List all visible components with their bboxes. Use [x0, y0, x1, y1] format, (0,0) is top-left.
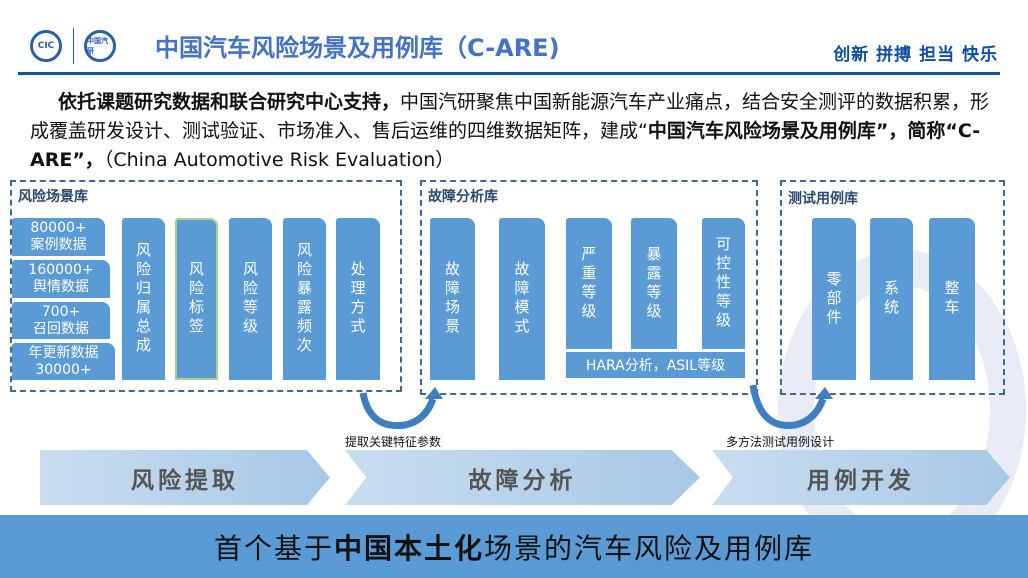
- intro-paragraph: 依托课题研究数据和联合研究中心支持，中国汽研聚焦中国新能源汽车产业痛点，结合安全…: [30, 88, 990, 175]
- intro-bold: 中国汽车风险场景及用例库”，简称“C-ARE”，: [30, 120, 981, 171]
- category-column: 暴露等级: [631, 218, 677, 349]
- logo-divider: [73, 28, 74, 64]
- slogan: 创新 拼搏 担当 快乐: [833, 45, 998, 65]
- stat-box: 80000+案例数据: [12, 218, 105, 256]
- stat-label: 舆情数据: [33, 279, 89, 295]
- intro-bold: 依托课题研究数据和联合研究中心支持，: [58, 91, 401, 113]
- panel-title: 测试用例库: [788, 191, 858, 207]
- bottom-banner: 首个基于中国本土化场景的汽车风险及用例库: [0, 515, 1028, 578]
- panel-title: 故障分析库: [428, 189, 498, 205]
- fault-analysis-panel: [420, 180, 758, 395]
- risk-scenario-panel: [10, 180, 402, 392]
- stat-value: 160000+: [28, 262, 94, 278]
- banner-text: 场景的汽车风险及用例库: [484, 531, 815, 565]
- curved-arrow-icon: [749, 385, 833, 429]
- stat-box: 700+召回数据: [12, 302, 110, 339]
- stat-box: 160000+舆情数据: [12, 260, 110, 298]
- stat-value: 80000+: [30, 220, 87, 236]
- page-title: 中国汽车风险场景及用例库（C-ARE): [155, 34, 560, 62]
- stat-label: 30000+: [35, 361, 92, 378]
- curved-arrow-icon: [359, 387, 443, 430]
- stage-fault-analysis: 故障分析: [345, 450, 700, 505]
- category-column: 故障模式: [499, 218, 545, 380]
- category-column: 处理方式: [336, 218, 380, 380]
- category-column: 零部件: [812, 218, 856, 380]
- stat-value: 700+: [41, 303, 81, 320]
- logo-text: CIC: [37, 41, 55, 51]
- category-column: 风险等级: [229, 218, 272, 380]
- test-case-panel: [780, 180, 1005, 395]
- category-column: 故障场景: [430, 218, 475, 380]
- stage-case-development: 用例开发: [712, 450, 1010, 505]
- category-column: 系统: [870, 218, 913, 380]
- logo-text: 中国汽研: [87, 37, 108, 55]
- intro-text: （China Automotive Risk Evaluation）: [103, 149, 455, 171]
- stat-value: 年更新数据: [28, 344, 99, 361]
- arrow-caption: 多方法测试用例设计: [726, 435, 835, 449]
- intro-text: 中国汽研聚焦中国新能源汽车产业痛点，结合安全测评的数据积累，形成覆盖研发设计、测…: [30, 91, 990, 142]
- category-column-highlighted: 风险标签: [175, 218, 218, 380]
- category-column: 风险暴露频次: [283, 218, 326, 380]
- panel-title: 风险场景库: [18, 189, 88, 205]
- caeri-logo: 中国汽研: [84, 30, 116, 62]
- cic-logo: CIC: [30, 30, 62, 62]
- arrow-caption: 提取关键特征参数: [345, 435, 442, 449]
- category-column: 整车: [929, 218, 975, 380]
- category-column: 严重等级: [566, 218, 612, 349]
- stat-label: 案例数据: [30, 237, 87, 253]
- header-divider: [18, 72, 1000, 75]
- category-column: 风险归属总成: [122, 218, 165, 380]
- stat-label: 召回数据: [33, 320, 89, 337]
- category-column: 可控性等级: [702, 218, 745, 349]
- banner-bold: 中国本土化: [333, 531, 484, 565]
- hara-footer: HARA分析，ASIL等级: [566, 352, 745, 378]
- stage-risk-extraction: 风险提取: [40, 450, 330, 505]
- banner-text: 首个基于: [213, 531, 334, 565]
